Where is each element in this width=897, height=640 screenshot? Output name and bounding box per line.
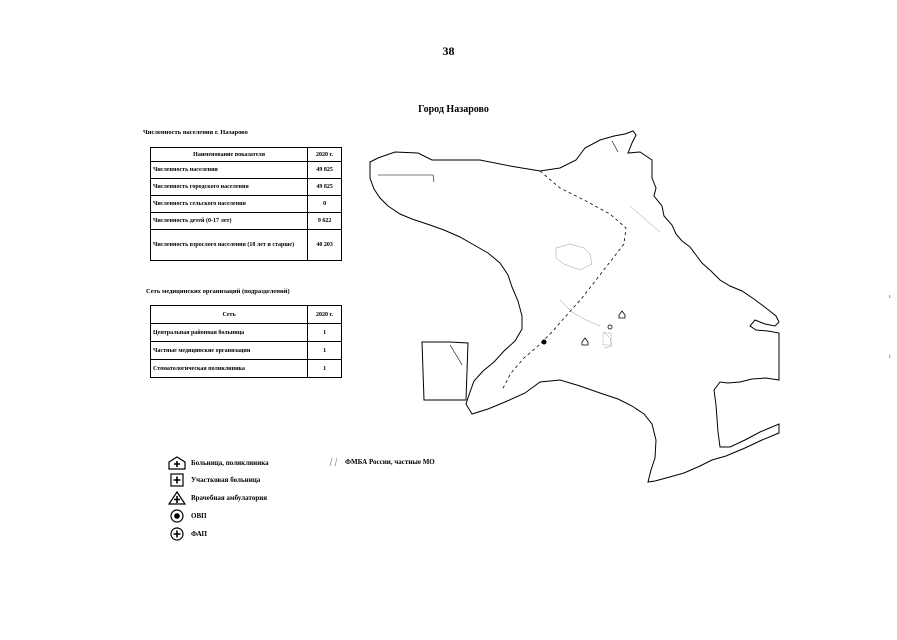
row-value: 40 203	[307, 229, 342, 261]
table-row: Стоматологическая поликлиника 1	[149, 359, 342, 378]
general-practice-office-icon	[170, 509, 184, 523]
legend-label: Врачебная амбулатория	[191, 494, 268, 502]
city-enclave	[421, 341, 469, 401]
legend-label: ФМБА России, частные МО	[345, 458, 435, 466]
map-marker-rect	[602, 332, 612, 346]
table-row: Численность взрослого населения (18 лет …	[149, 229, 342, 261]
fmba-private-outline-icon	[329, 457, 338, 467]
city-boundary-outline	[369, 130, 780, 483]
page-title: Город Назарово	[418, 104, 489, 115]
legend-item: Больница, поликлиника	[168, 454, 269, 471]
district-hospital-icon	[170, 473, 184, 487]
map-facility-markers	[541, 310, 626, 346]
map-marker-dot	[541, 339, 547, 345]
legend-item: ОВП	[168, 507, 269, 525]
medical-outpatient-clinic-icon	[168, 491, 186, 505]
table-row: Численность детей (0-17 лет) 9 622	[149, 212, 342, 230]
legend-item: ФАП	[168, 525, 269, 543]
legend-item: Врачебная амбулатория	[168, 489, 269, 507]
internal-dashed-line	[501, 170, 627, 391]
network-table: Сеть 2020 г. Центральная районная больни…	[149, 305, 342, 378]
legend-label: ОВП	[191, 512, 207, 520]
population-caption: Численность населения г. Назарово	[143, 129, 248, 136]
row-label: Стоматологическая поликлиника	[149, 359, 309, 378]
population-table: Наименование показателя 2020 г. Численно…	[149, 147, 342, 261]
row-value: 1	[307, 359, 342, 378]
page-number: 38	[442, 44, 455, 58]
row-label: Численность взрослого населения (18 лет …	[149, 229, 309, 261]
legend-item: Участковая больница	[168, 471, 269, 489]
legend: Больница, поликлиника Участковая больниц…	[168, 454, 269, 543]
legend-label: ФАП	[191, 530, 207, 538]
feldsher-midwife-station-icon	[170, 527, 184, 541]
legend-label: Больница, поликлиника	[191, 458, 269, 467]
map-marker-ring	[607, 324, 613, 330]
table-row: Центральная районная больница 1	[149, 323, 342, 342]
svg-text:ı: ı	[889, 354, 891, 360]
legend-item-fmba: ФМБА России, частные МО	[328, 456, 435, 468]
map-marker-house	[618, 310, 626, 319]
svg-text:ı: ı	[889, 294, 891, 300]
hospital-polyclinic-icon	[168, 455, 186, 470]
map-marker-house	[581, 337, 589, 346]
network-caption: Сеть медицинских организаций (подразделе…	[146, 288, 290, 295]
legend-label: Участковая больница	[191, 476, 261, 484]
